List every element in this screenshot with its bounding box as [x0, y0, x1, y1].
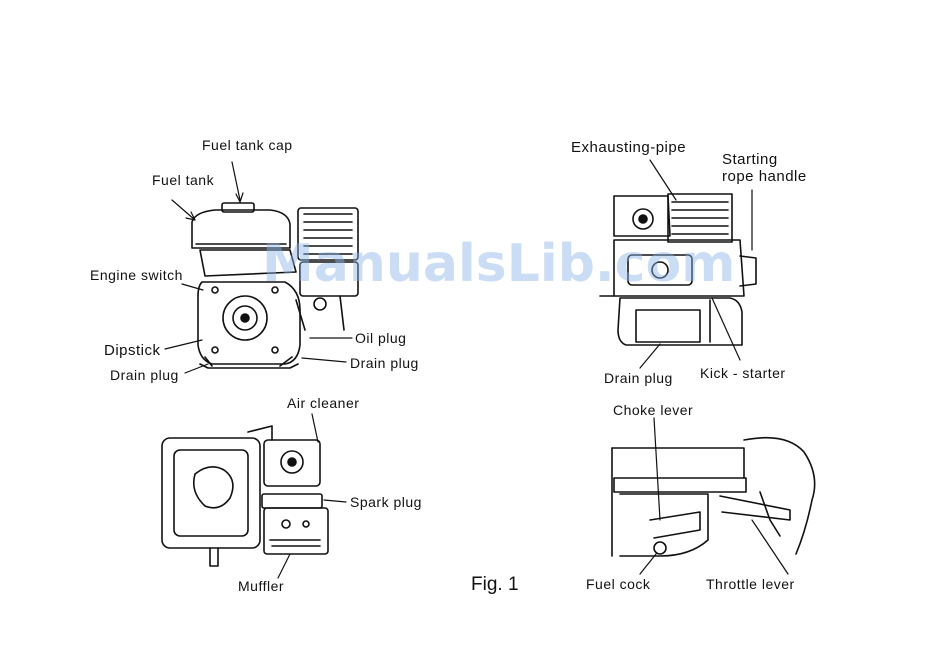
engine-side-view: [600, 160, 756, 368]
label-engine-switch: Engine switch: [90, 268, 183, 282]
engine-top-view: [162, 414, 346, 578]
label-muffler: Muffler: [238, 579, 284, 593]
label-side-drain-plug: Drain plug: [604, 371, 673, 385]
label-choke-lever: Choke lever: [613, 403, 693, 417]
controls-detail-view: [612, 418, 815, 574]
label-drain-plug-left: Drain plug: [110, 368, 179, 382]
label-fuel-tank: Fuel tank: [152, 173, 214, 187]
label-oil-plug: Oil plug: [355, 331, 406, 345]
label-spark-plug: Spark plug: [350, 495, 422, 509]
label-starting-line2: rope handle: [722, 169, 807, 184]
figure-caption: Fig. 1: [471, 575, 519, 594]
engine-front-view: [165, 162, 358, 373]
label-fuel-tank-cap: Fuel tank cap: [202, 138, 293, 152]
label-starting-line1: Starting: [722, 152, 778, 167]
label-kick-starter: Kick - starter: [700, 366, 786, 380]
label-dipstick: Dipstick: [104, 343, 161, 358]
label-throttle-lever: Throttle lever: [706, 577, 795, 591]
label-fuel-cock: Fuel cock: [586, 577, 650, 591]
label-exhausting-pipe: Exhausting-pipe: [571, 140, 686, 155]
label-air-cleaner: Air cleaner: [287, 396, 359, 410]
label-drain-plug-right: Drain plug: [350, 356, 419, 370]
